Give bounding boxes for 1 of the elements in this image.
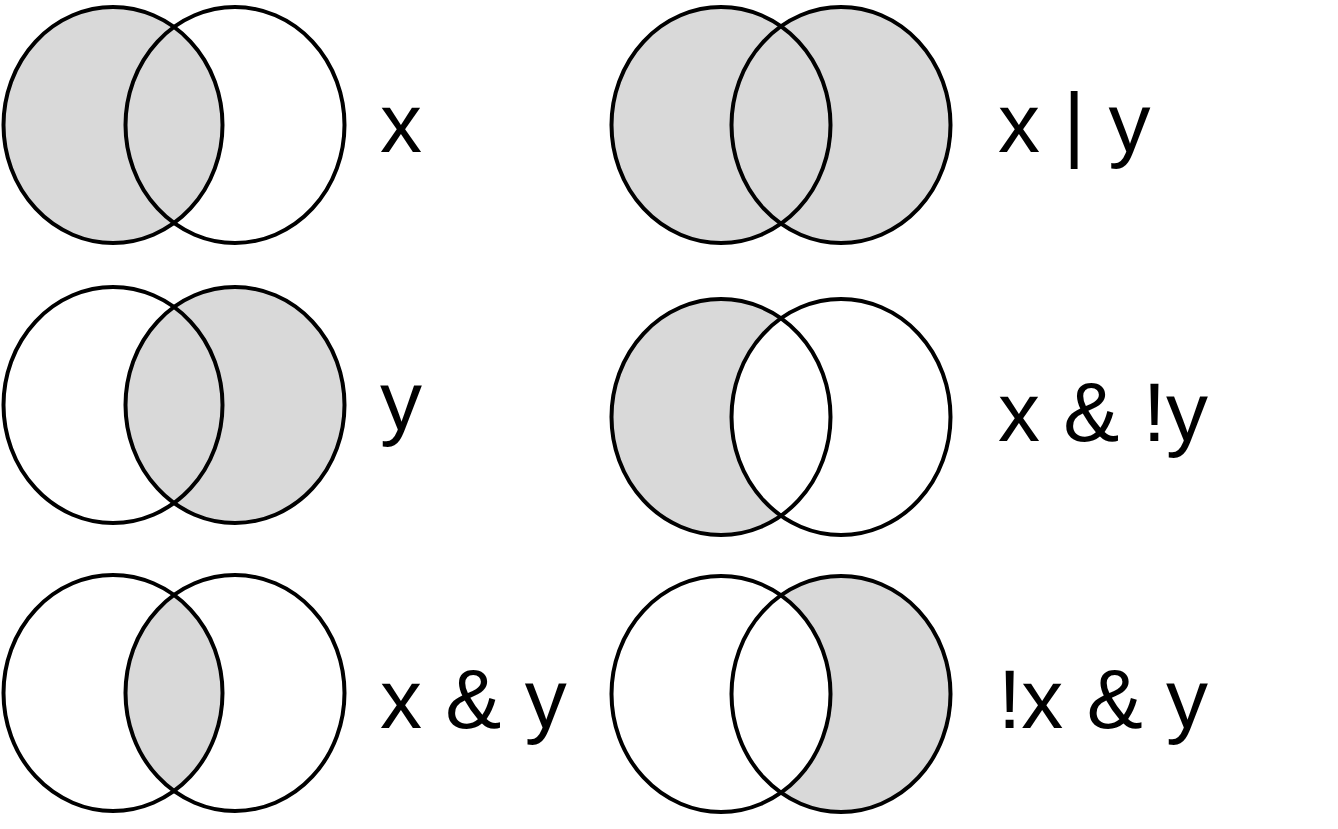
- set-expression: x: [380, 81, 422, 165]
